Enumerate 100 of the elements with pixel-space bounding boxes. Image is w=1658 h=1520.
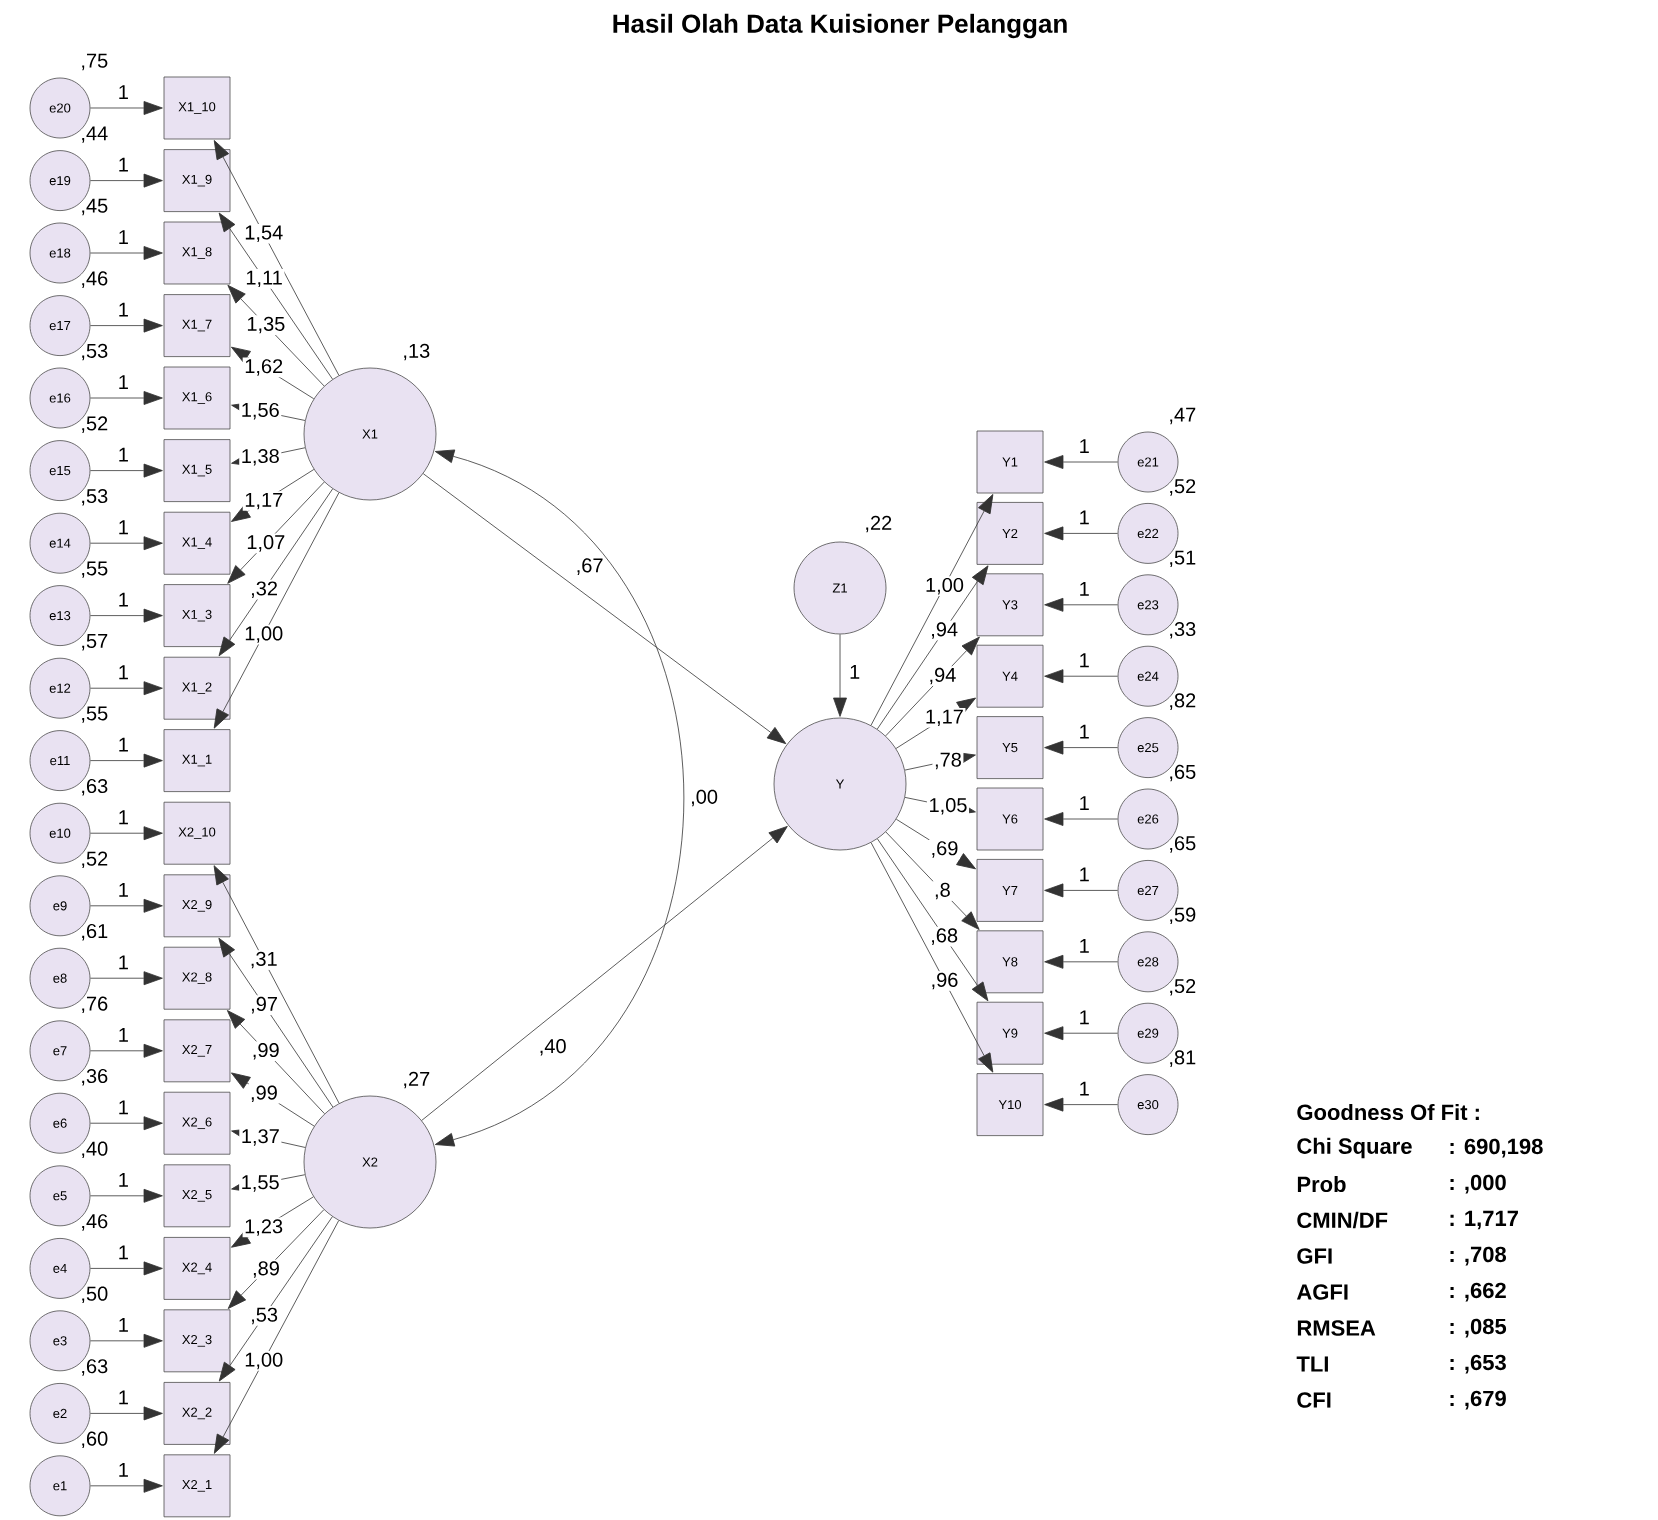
arrow: [90, 173, 163, 188]
edge-label: 1,62: [242, 357, 285, 378]
fit-value: : ,653: [1450, 1354, 1506, 1374]
arrow: [870, 494, 994, 726]
arrow: [1044, 669, 1118, 684]
arrow: [227, 284, 325, 387]
arrow: [422, 473, 787, 745]
edge-label: ,99: [248, 1083, 280, 1104]
edge-label: 1: [1080, 1081, 1089, 1096]
arrow: [885, 831, 980, 930]
arrow: [876, 565, 989, 730]
arrow: [213, 140, 340, 376]
arrow: [218, 212, 333, 380]
fit-value: : 690,198: [1450, 1138, 1543, 1158]
arrow: [90, 898, 163, 913]
edge-label: 1,54: [242, 224, 285, 244]
variance-label: ,47: [1170, 407, 1196, 425]
arrow: [90, 536, 163, 551]
edge-label: 1: [1080, 796, 1089, 810]
arrow: [90, 608, 163, 623]
fit-label: CFI: [1297, 1392, 1331, 1408]
arrow: [90, 753, 163, 768]
fit-value: : ,708: [1450, 1246, 1506, 1266]
edge-label: 1: [119, 375, 128, 389]
edge-label: 1: [119, 1173, 128, 1187]
arrow: [218, 488, 334, 657]
arrow: [1044, 954, 1118, 969]
edge-label: 1: [119, 1245, 128, 1260]
edge-label: ,99: [250, 1041, 282, 1062]
edge-label: ,69: [929, 839, 960, 860]
fit-value: : ,679: [1450, 1390, 1506, 1410]
edge-label: 1: [1080, 724, 1089, 739]
arrow: [1044, 812, 1118, 826]
edge-label: 1: [119, 1318, 128, 1332]
arrow: [870, 842, 994, 1073]
variance-label: ,75: [82, 53, 108, 71]
edge-label: 1,38: [239, 447, 282, 468]
fit-value: : ,000: [1450, 1174, 1506, 1194]
edge-label: 1,07: [244, 533, 287, 554]
arrow: [213, 492, 340, 729]
fit-value: : 1,717: [1450, 1210, 1518, 1230]
edge-label: 1,00: [923, 576, 966, 596]
fit-value: : ,662: [1450, 1282, 1506, 1302]
variance-label: ,27: [404, 1071, 430, 1089]
arrow: [227, 1209, 325, 1309]
arrow: [90, 1188, 163, 1203]
arrow: [1044, 526, 1118, 541]
edge-label: 1,23: [242, 1217, 285, 1238]
edge-label: 1: [119, 1028, 128, 1042]
edge-label: 1,35: [244, 315, 287, 335]
arrow: [218, 937, 334, 1108]
edge-label: 1: [119, 447, 128, 462]
edge-label: 1: [1080, 1010, 1089, 1025]
fit-label: TLI: [1296, 1356, 1328, 1372]
edge-label: ,67: [577, 558, 603, 575]
fit-label: GFI: [1297, 1248, 1332, 1264]
edge-label: 1,17: [923, 708, 966, 728]
edge-label: 1,17: [242, 491, 285, 511]
arrow: [833, 634, 847, 717]
edge-label: 1: [119, 157, 128, 172]
edge-label: 1: [119, 85, 128, 99]
edge-label: ,53: [248, 1306, 280, 1326]
arrow: [90, 463, 163, 478]
arrow: [227, 481, 325, 584]
arrow: [90, 246, 163, 260]
edge-label: 1,56: [239, 401, 282, 421]
edge-label: 1: [1080, 439, 1089, 453]
arrow: [885, 636, 980, 737]
variance-label: ,13: [404, 343, 430, 361]
edge-label: ,96: [929, 971, 960, 991]
edge-label: ,31: [248, 950, 280, 970]
fit-label: Chi Square: [1297, 1137, 1412, 1159]
arrow: [1044, 883, 1118, 898]
arrow: [1044, 1026, 1118, 1041]
arrow: [231, 1072, 315, 1127]
arrow: [895, 818, 976, 870]
edge-label: ,78: [932, 751, 964, 771]
arrow: [213, 1220, 340, 1454]
edge-label: 1: [119, 520, 128, 535]
edge-label: ,32: [248, 579, 280, 600]
edge-label: ,94: [926, 666, 958, 686]
arrow: [90, 1333, 163, 1348]
edge-label: 1: [119, 882, 128, 897]
edge-label: 1: [119, 955, 128, 970]
edge-label: 1,11: [243, 269, 285, 289]
edge-label: 1: [1080, 867, 1089, 882]
arrow: [90, 391, 163, 405]
arrow: [877, 838, 989, 1002]
arrow: [90, 1406, 163, 1421]
arrow: [227, 1010, 325, 1115]
arrow: [895, 697, 976, 749]
edge-label: 1: [119, 810, 128, 825]
edge-label: 1: [1080, 938, 1089, 953]
fit-label: CMIN/DF: [1297, 1211, 1388, 1229]
arrow: [90, 101, 163, 115]
arrow: [1044, 740, 1118, 755]
edge-label: 1: [119, 592, 128, 607]
edge-label: 1,05: [926, 796, 970, 817]
arrow: [1044, 1097, 1118, 1112]
edge-label: 1,55: [239, 1173, 282, 1194]
